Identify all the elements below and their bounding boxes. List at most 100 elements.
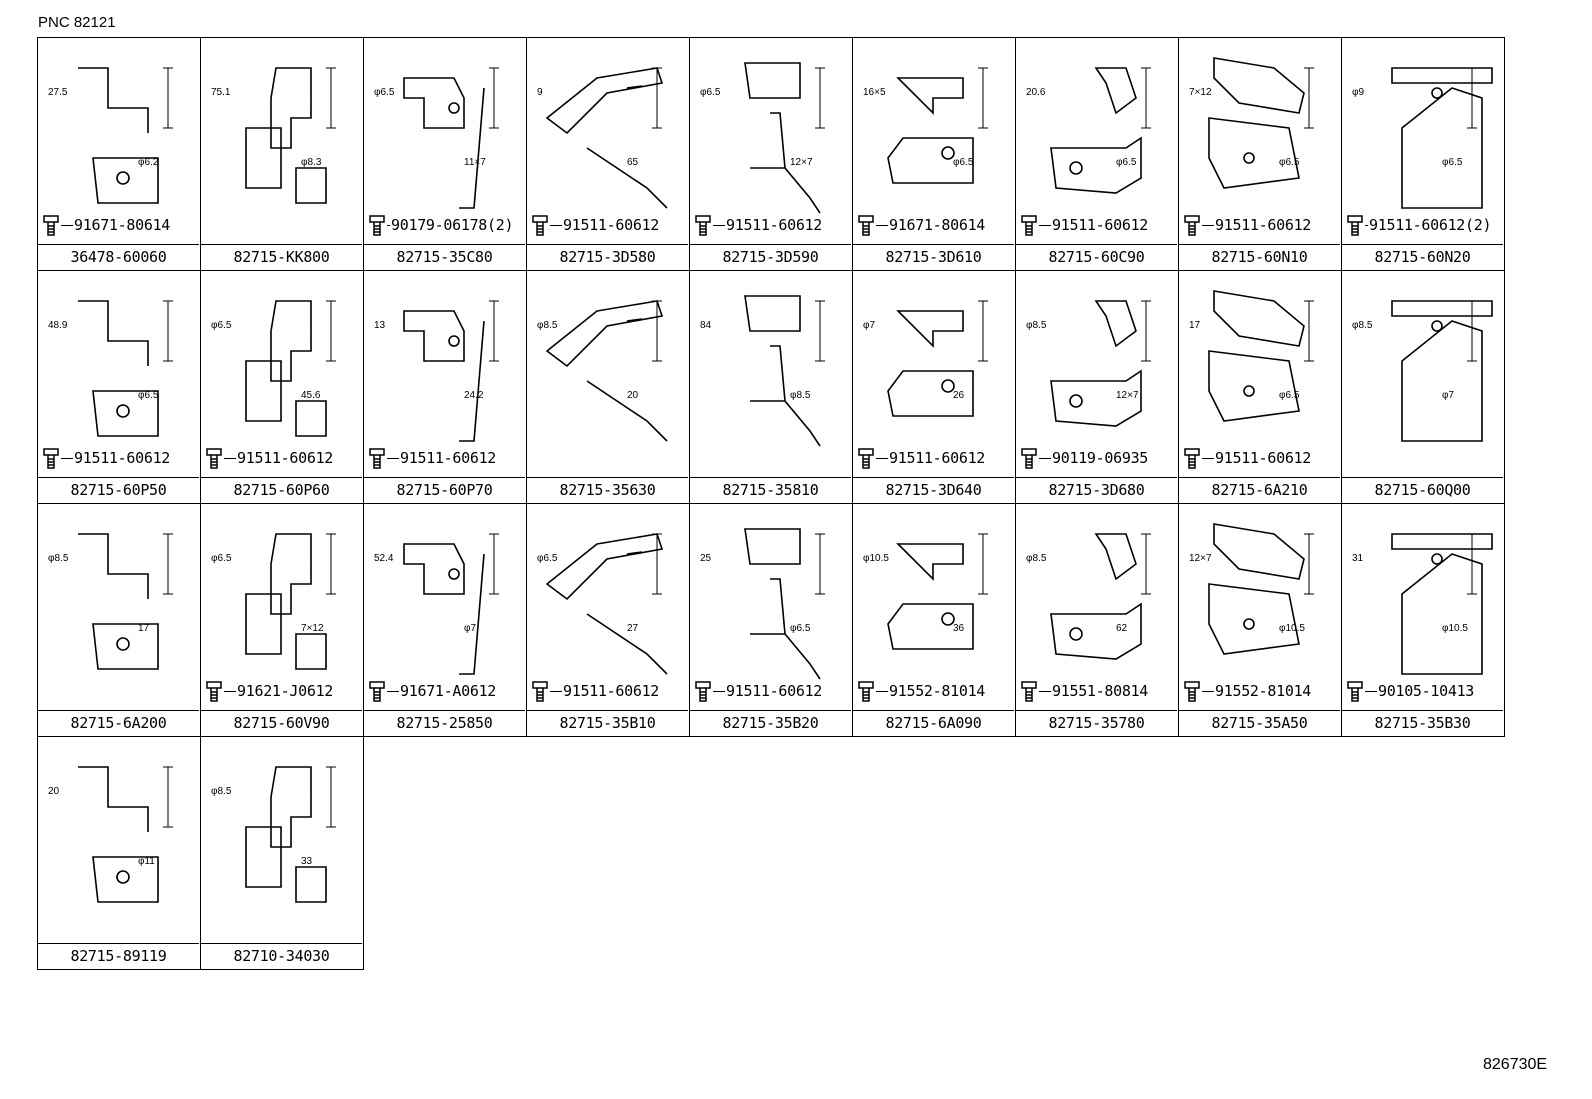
bolt-icon: [532, 215, 548, 236]
dimension-line: [815, 300, 825, 362]
dimension-line: [1467, 533, 1477, 595]
fastener-part-number: 91621-J0612: [237, 682, 334, 700]
part-number: 82715-35630: [559, 481, 656, 499]
fastener-callout: 90179-06178(2): [368, 214, 514, 236]
dimension-line: [978, 533, 988, 595]
part-number-row: 82715-89119: [38, 943, 199, 968]
part-number: 82715-35C80: [396, 248, 493, 266]
fastener-part-number: 91552-81014: [889, 682, 986, 700]
dimension-line: [326, 766, 336, 828]
dimension-line: [978, 67, 988, 129]
part-drawing: [1050, 533, 1151, 660]
dimension-line: [1304, 533, 1314, 595]
leader-line: [387, 224, 390, 226]
dimension-line: [326, 67, 336, 129]
part-drawing: [545, 300, 668, 442]
bolt-icon: [858, 215, 874, 236]
leader-line: [550, 224, 562, 226]
leader-line: [713, 690, 725, 692]
part-number: 82715-35B10: [559, 714, 656, 732]
bolt-icon: [532, 681, 548, 702]
leader-line: [224, 690, 236, 692]
bracket-outline: [545, 300, 668, 442]
part-number: 82715-35B30: [1374, 714, 1471, 732]
part-number-row: 82715-35630: [527, 477, 688, 502]
leader-line: [1039, 224, 1051, 226]
fastener-part-number: 91511-60612: [726, 682, 823, 700]
fastener-callout: 91511-60612: [694, 214, 822, 236]
bracket-outline: [1050, 533, 1142, 660]
bracket-outline: [744, 62, 821, 214]
part-drawing: [78, 766, 173, 903]
part-number: 82715-3D610: [885, 248, 982, 266]
bracket-outline: [1208, 290, 1305, 422]
bracket-outline: [245, 533, 327, 670]
fastener-callout: 90119-06935: [1020, 447, 1148, 469]
leader-line: [1365, 690, 1377, 692]
dimension-line: [489, 533, 499, 595]
bracket-outline: [1208, 57, 1305, 189]
part-number-row: 82710-34030: [201, 943, 362, 968]
part-number: 82715-60C90: [1048, 248, 1145, 266]
part-number: 82715-60N10: [1211, 248, 1308, 266]
part-number-row: 82715-60P60: [201, 477, 362, 502]
dimension-line: [1141, 533, 1151, 595]
fastener-part-number: 91511-60612: [74, 449, 171, 467]
leader-line: [61, 457, 73, 459]
bolt-icon: [1184, 215, 1200, 236]
part-number: 82715-60P50: [70, 481, 167, 499]
leader-line: [1039, 457, 1051, 459]
part-drawing: [1391, 300, 1493, 442]
fastener-part-number: 90119-06935: [1052, 449, 1149, 467]
fastener-callout: 91511-60612: [1183, 447, 1311, 469]
bolt-icon: [369, 681, 385, 702]
part-number: 82715-60N20: [1374, 248, 1471, 266]
bracket-outline: [245, 67, 327, 204]
part-number-row: 82715-3D610: [853, 244, 1014, 269]
dimension-line: [978, 300, 988, 362]
part-number-row: 82715-3D590: [690, 244, 851, 269]
dimension-line: [326, 533, 336, 595]
part-drawing: [1050, 67, 1151, 194]
fastener-callout: 91552-81014: [1183, 680, 1311, 702]
bracket-outline: [1050, 300, 1142, 427]
bolt-icon: [1021, 215, 1037, 236]
part-number-row: 82715-60Q00: [1342, 477, 1503, 502]
part-number: 82715-6A200: [70, 714, 167, 732]
dimension-line: [326, 300, 336, 362]
part-drawing: [245, 67, 336, 204]
bracket-outline: [403, 77, 485, 209]
bracket-outline: [78, 67, 159, 204]
fastener-callout: 91511-60612: [694, 680, 822, 702]
leader-line: [1202, 224, 1214, 226]
part-drawing: [1208, 57, 1314, 189]
dimension-line: [652, 67, 662, 129]
fastener-part-number: 91552-81014: [1215, 682, 1312, 700]
leader-line: [1039, 690, 1051, 692]
part-number: 82715-6A210: [1211, 481, 1308, 499]
part-number-row: 82715-35780: [1016, 710, 1177, 735]
bracket-outline: [403, 543, 485, 675]
part-number: 82715-60Q00: [1374, 481, 1471, 499]
fastener-callout: 90105-10413: [1346, 680, 1474, 702]
fastener-callout: 91511-60612(2): [1346, 214, 1492, 236]
bolt-icon: [43, 215, 59, 236]
part-drawing: [78, 533, 173, 670]
part-drawing: [245, 300, 336, 437]
part-drawing: [1391, 67, 1493, 209]
fastener-part-number: 91511-60612: [563, 216, 660, 234]
bracket-outline: [1050, 67, 1142, 194]
fastener-callout: 91511-60612: [531, 214, 659, 236]
